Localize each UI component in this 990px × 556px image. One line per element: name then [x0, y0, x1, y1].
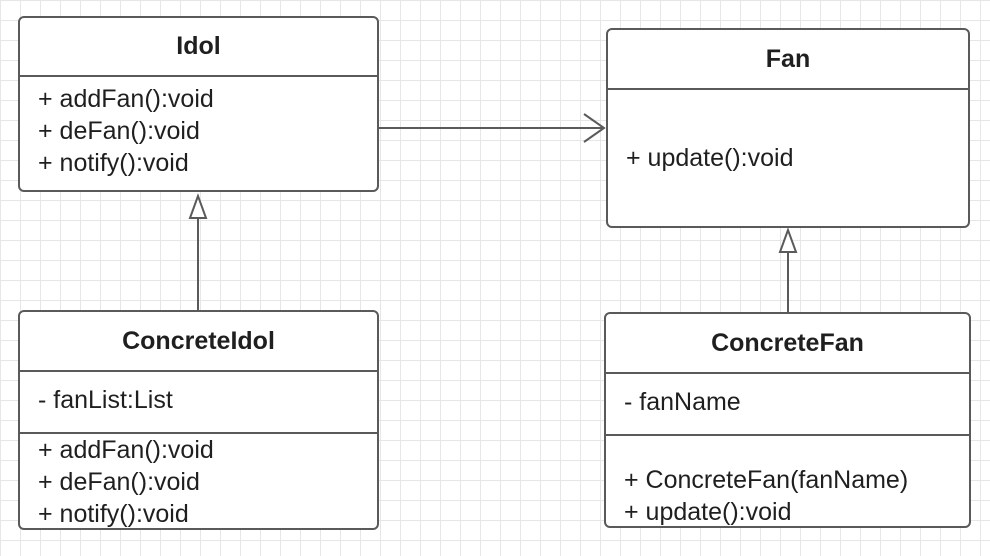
class-idol-methods: + addFan():void + deFan():void + notify(… — [20, 77, 377, 179]
class-idol-title: Idol — [20, 18, 377, 77]
method: + update():void — [624, 498, 792, 526]
class-concreteidol-attributes: - fanList:List — [20, 372, 377, 434]
class-concretefan-attributes: - fanName — [606, 374, 969, 436]
class-concretefan[interactable]: ConcreteFan - fanName + ConcreteFan(fanN… — [604, 312, 971, 528]
method: + deFan():void — [38, 117, 200, 145]
method: + ConcreteFan(fanName) — [624, 466, 909, 494]
class-concreteidol[interactable]: ConcreteIdol - fanList:List + addFan():v… — [18, 310, 379, 530]
class-concreteidol-title: ConcreteIdol — [20, 312, 377, 372]
attribute: - fanList:List — [38, 386, 173, 414]
generalization-arrowhead-icon — [188, 193, 208, 219]
class-concretefan-title: ConcreteFan — [606, 314, 969, 374]
class-fan-methods: + update():void — [608, 90, 968, 174]
method: + addFan():void — [38, 436, 214, 464]
class-concretefan-methods: + ConcreteFan(fanName) + update():void — [606, 436, 969, 526]
generalization-arrowhead-icon — [778, 227, 798, 253]
method: + addFan():void — [38, 85, 214, 113]
class-fan-title: Fan — [608, 30, 968, 90]
class-concreteidol-methods: + addFan():void + deFan():void + notify(… — [20, 434, 377, 528]
method: + update():void — [626, 144, 794, 172]
method: + notify():void — [38, 149, 189, 177]
attribute: - fanName — [624, 388, 741, 416]
class-idol[interactable]: Idol + addFan():void + deFan():void + no… — [18, 16, 379, 192]
method: + notify():void — [38, 500, 189, 528]
class-fan[interactable]: Fan + update():void — [606, 28, 970, 228]
method: + deFan():void — [38, 468, 200, 496]
association-arrowhead-icon — [583, 113, 606, 143]
